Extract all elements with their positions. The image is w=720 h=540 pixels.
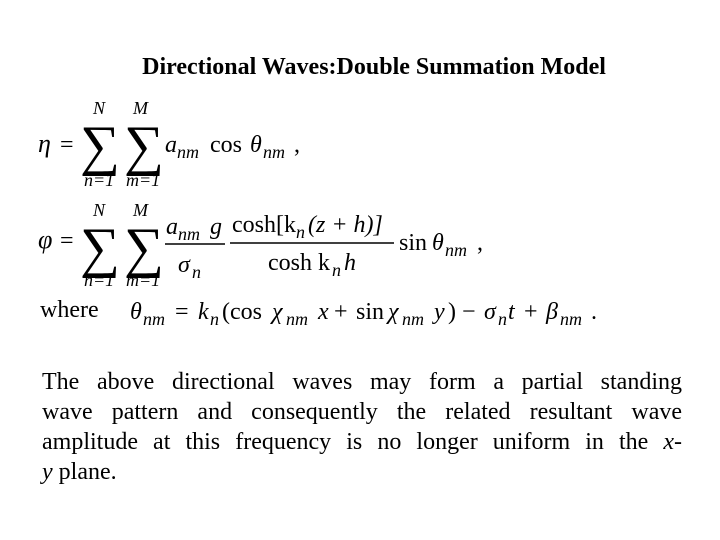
equation-block: η = N ∑ n=1 M ∑ m=1 a nm cos θ nm , φ = …: [38, 96, 698, 336]
eta-lower-n: n=1: [84, 170, 114, 190]
phi-frac2-den-sub: n: [332, 260, 341, 280]
paragraph-line-4-text: plane.: [52, 459, 117, 485]
phi-upper-m: M: [132, 200, 149, 220]
description-paragraph: The above directional waves may form a p…: [42, 367, 682, 487]
where-chi-2: χ: [386, 299, 400, 325]
where-beta: β: [545, 299, 558, 325]
where-plus: +: [334, 299, 348, 325]
where-plus-2: +: [524, 299, 538, 325]
eta-equals: =: [60, 132, 74, 158]
eta-sigma-1: ∑: [80, 115, 120, 177]
where-sigma: σ: [484, 299, 497, 325]
where-x: x: [317, 299, 329, 325]
phi-frac1-a-sub: nm: [178, 224, 200, 244]
where-k-sub: n: [210, 309, 219, 329]
phi-lower-n: n=1: [84, 270, 114, 290]
eta-sigma-2: ∑: [124, 115, 164, 177]
paragraph-line-3-text: amplitude at this frequency is no longer…: [42, 429, 664, 455]
phi-frac2-num: cosh[k: [232, 212, 296, 238]
phi-sigma-1: ∑: [80, 217, 120, 279]
where-theta-sub: nm: [143, 309, 165, 329]
eta-upper-m: M: [132, 98, 149, 118]
where-open-cos: (cos: [222, 299, 262, 325]
eta-upper-n: N: [92, 98, 106, 118]
where-theta: θ: [130, 299, 142, 325]
eta-theta: θ: [250, 132, 262, 158]
where-t: t: [508, 299, 516, 325]
phi-frac2-num-sub: n: [296, 222, 305, 242]
phi-frac1-sigma-sub: n: [192, 262, 201, 282]
phi-equation: φ = N ∑ n=1 M ∑ m=1 a nm g σ n cosh[k n …: [38, 200, 483, 290]
phi-frac1-sigma: σ: [178, 252, 191, 278]
phi-frac2-den: cosh k: [268, 250, 330, 276]
eta-equation: η = N ∑ n=1 M ∑ m=1 a nm cos θ nm ,: [38, 98, 300, 190]
phi-frac2-den-rest: h: [344, 250, 356, 276]
where-sin: sin: [356, 299, 384, 325]
where-chi-sub: nm: [286, 309, 308, 329]
equations-svg: η = N ∑ n=1 M ∑ m=1 a nm cos θ nm , φ = …: [38, 98, 597, 329]
slide-title: Directional Waves:Double Summation Model: [142, 54, 606, 80]
paragraph-line-2: wave pattern and consequently the relate…: [42, 399, 682, 425]
phi-comma: ,: [477, 230, 483, 256]
paragraph-line-1: The above directional waves may form a p…: [42, 369, 682, 395]
where-minus: −: [462, 299, 476, 325]
paragraph-line-4: y plane.: [42, 457, 682, 487]
where-chi-2-sub: nm: [402, 309, 424, 329]
phi-sin: sin: [399, 230, 427, 256]
phi-lower-m: m=1: [126, 270, 160, 290]
phi-frac1-g: g: [210, 214, 222, 240]
where-equals: =: [175, 299, 189, 325]
eta-lower-m: m=1: [126, 170, 160, 190]
eta-a: a: [165, 132, 177, 158]
where-k: k: [198, 299, 209, 325]
paragraph-line-3: amplitude at this frequency is no longer…: [42, 427, 682, 457]
eta-a-sub: nm: [177, 142, 199, 162]
phi-theta: θ: [432, 230, 444, 256]
phi-equals: =: [60, 228, 74, 254]
paragraph-x-italic: x-: [663, 429, 682, 455]
phi-frac2-num-rest: (z + h)]: [308, 212, 383, 238]
where-close: ): [448, 299, 456, 325]
eta-theta-sub: nm: [263, 142, 285, 162]
phi-frac1-a: a: [166, 214, 178, 240]
phi-sigma-2: ∑: [124, 217, 164, 279]
where-dot: .: [591, 299, 597, 325]
where-beta-sub: nm: [560, 309, 582, 329]
phi-theta-sub: nm: [445, 240, 467, 260]
phi-symbol: φ: [38, 225, 52, 254]
theta-definition: where θ nm = k n (cos χ nm x + sin χ nm …: [40, 297, 597, 329]
eta-comma: ,: [294, 132, 300, 158]
eta-symbol: η: [38, 129, 51, 158]
eta-cos: cos: [210, 132, 242, 158]
where-y: y: [432, 299, 445, 325]
where-label: where: [40, 297, 99, 323]
where-chi: χ: [270, 299, 284, 325]
paragraph-y-italic: y: [42, 459, 53, 485]
where-sigma-sub: n: [498, 309, 507, 329]
phi-upper-n: N: [92, 200, 106, 220]
